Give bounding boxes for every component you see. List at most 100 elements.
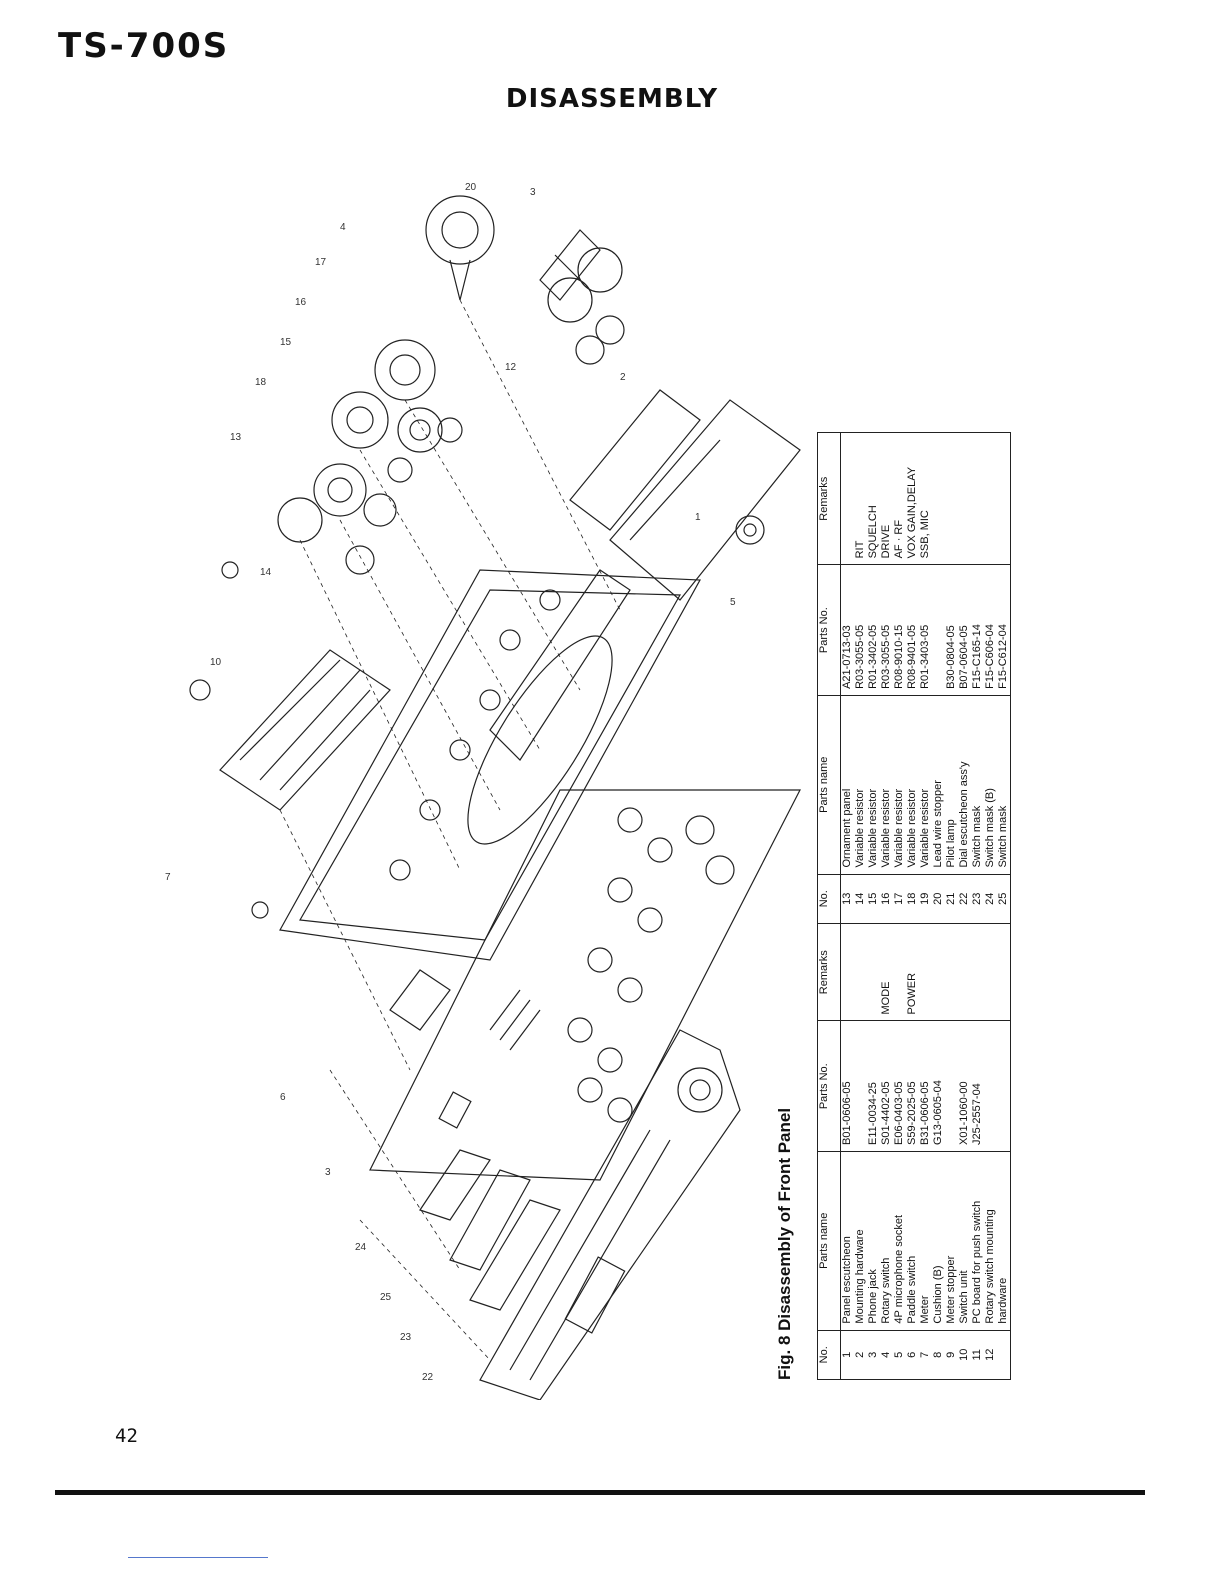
parts-table-region: Fig. 8 Disassembly of Front Panel No. Pa…: [775, 290, 1224, 1540]
cell-no: 8: [932, 1330, 945, 1380]
rear-bracket: [609, 399, 801, 601]
cell-parts-no-2: F15-C606-04: [984, 564, 997, 696]
cell-no: 7: [919, 1330, 932, 1380]
cell-no: 12: [984, 1330, 997, 1380]
header-parts-no-2: Parts No.: [817, 564, 841, 696]
parts-table: No. Parts name Parts No. Remarks No. Par…: [817, 432, 1011, 1380]
footer-link-line: [128, 1557, 268, 1558]
cell-parts-no: [984, 1020, 997, 1152]
cell-no-2: 14: [854, 874, 867, 924]
exploded-view-diagram: 20 3 4 17 16 15 18 13 12 2 14 11 21 10 9…: [160, 182, 801, 1400]
cell-parts-no: S01-4402-05: [880, 1020, 893, 1152]
cell-parts-name: Switch unit: [958, 1151, 971, 1331]
cell-remarks-2: [932, 432, 945, 565]
callout-1: 1: [695, 512, 701, 523]
cell-parts-name: Paddle switch: [906, 1151, 919, 1331]
header-remarks-2: Remarks: [817, 432, 841, 565]
cell-no: 4: [880, 1330, 893, 1380]
cell-remarks: [854, 923, 867, 1021]
potentiometer-cluster: [277, 195, 495, 575]
callout-14: 14: [260, 567, 272, 578]
cell-parts-name: Mounting hardware: [854, 1151, 867, 1331]
cell-remarks-2: RIT: [854, 432, 867, 565]
page-title: DISASSEMBLY: [505, 84, 719, 114]
callout-2: 2: [620, 372, 626, 383]
cell-parts-no-2: R08-9010-15: [893, 564, 906, 696]
cell-parts-name: Meter: [919, 1151, 932, 1331]
cell-remarks: [984, 923, 997, 1021]
callout-13: 13: [230, 432, 242, 443]
cell-parts-no: [945, 1020, 958, 1152]
cell-remarks: MODE: [880, 923, 893, 1021]
callout-18: 18: [255, 377, 267, 388]
cell-remarks: [997, 923, 1011, 1021]
callout-25: 25: [380, 1292, 392, 1303]
cell-parts-no-2: F15-C165-14: [971, 564, 984, 696]
cell-remarks-2: [971, 432, 984, 565]
cell-no: [997, 1330, 1011, 1380]
cell-parts-no: J25-2557-04: [971, 1020, 984, 1152]
cell-remarks-2: [945, 432, 958, 565]
callout-11: 11: [160, 602, 161, 613]
cell-remarks-2: SQUELCH: [867, 432, 880, 565]
callout-23: 23: [400, 1332, 412, 1343]
cell-remarks-2: SSB, MIC: [919, 432, 932, 565]
header-parts-no: Parts No.: [817, 1020, 841, 1152]
header-no-2: No.: [817, 874, 841, 924]
callout-16: 16: [295, 297, 307, 308]
cell-no-2: 24: [984, 874, 997, 924]
cell-parts-no-2: R03-3055-05: [880, 564, 893, 696]
cell-no: 11: [971, 1330, 984, 1380]
cell-no-2: 22: [958, 874, 971, 924]
cell-parts-no: [854, 1020, 867, 1152]
callout-3a: 3: [530, 187, 536, 198]
cell-parts-name-2: Variable resistor: [906, 695, 919, 875]
model-header: TS-700S: [58, 26, 230, 66]
cell-remarks: [971, 923, 984, 1021]
cell-parts-name-2: Ornament panel: [840, 695, 854, 875]
cell-no: 6: [906, 1330, 919, 1380]
callout-12: 12: [505, 362, 517, 373]
cell-parts-no-2: R03-3055-05: [854, 564, 867, 696]
callout-10: 10: [210, 657, 222, 668]
cell-no-2: 13: [840, 874, 854, 924]
callout-3b: 3: [325, 1167, 331, 1178]
cell-parts-name-2: Switch mask (B): [984, 695, 997, 875]
cell-remarks: [867, 923, 880, 1021]
cell-no: 2: [854, 1330, 867, 1380]
cell-parts-no: [997, 1020, 1011, 1152]
chassis-bracket: [569, 389, 701, 531]
cell-no-2: 18: [906, 874, 919, 924]
cell-remarks-2: [958, 432, 971, 565]
switch-mask: [419, 1149, 491, 1221]
header-no: No.: [817, 1330, 841, 1380]
callout-5: 5: [730, 597, 736, 608]
cell-parts-no: S59-2025-05: [906, 1020, 919, 1152]
cell-no-2: 17: [893, 874, 906, 924]
cell-remarks: [919, 923, 932, 1021]
paddle-switch: [389, 969, 451, 1031]
cell-no-2: 19: [919, 874, 932, 924]
cell-parts-name: PC board for push switch: [971, 1151, 984, 1331]
cell-no-2: 16: [880, 874, 893, 924]
cell-no: 5: [893, 1330, 906, 1380]
front-panel: [369, 789, 801, 1181]
cell-parts-name: Rotary switch mounting: [984, 1151, 997, 1331]
callout-24: 24: [355, 1242, 367, 1253]
cell-parts-no: B01-0606-05: [840, 1020, 854, 1152]
cell-parts-name-2: Variable resistor: [893, 695, 906, 875]
cell-parts-no-2: R01-3402-05: [867, 564, 880, 696]
callout-7: 7: [165, 872, 171, 883]
switch-mask-b: [449, 1169, 531, 1271]
